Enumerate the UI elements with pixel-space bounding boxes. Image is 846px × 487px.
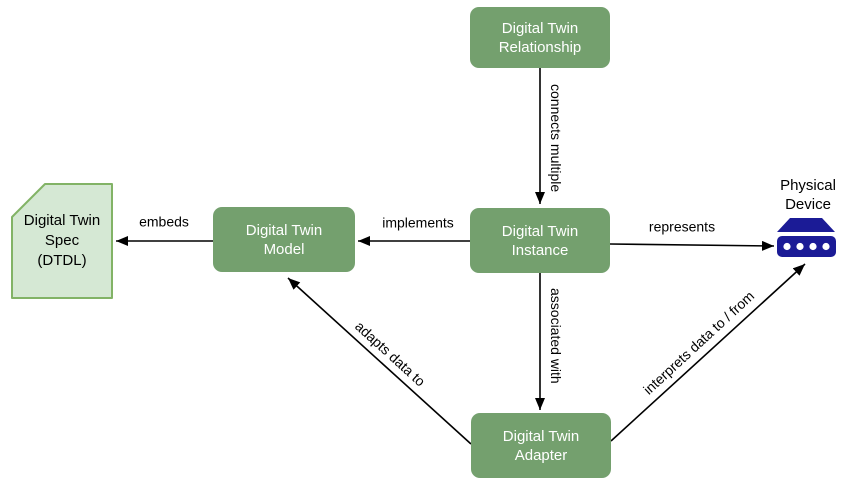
node-digital-twin-spec: Digital Twin Spec (DTDL) bbox=[11, 183, 113, 299]
device-label-line: Physical bbox=[780, 177, 836, 194]
document-shape-icon bbox=[11, 183, 113, 299]
spec-label: Digital Twin Spec (DTDL) bbox=[11, 183, 113, 299]
edge-label-embeds: embeds bbox=[139, 213, 189, 230]
node-digital-twin-model: Digital Twin Model bbox=[213, 207, 355, 272]
edge-label-connects-multiple: connects multiple bbox=[548, 84, 564, 193]
physical-device-icon bbox=[777, 218, 836, 257]
node-label-line: Digital Twin bbox=[501, 222, 579, 240]
edge-label-represents: represents bbox=[648, 218, 716, 235]
node-label-line: Digital Twin bbox=[502, 427, 580, 445]
node-digital-twin-adapter: Digital Twin Adapter bbox=[471, 413, 611, 478]
edge-adapter-to-model bbox=[287, 277, 472, 445]
node-label-line: Model bbox=[263, 240, 305, 258]
node-digital-twin-relationship: Digital Twin Relationship bbox=[470, 7, 610, 68]
physical-device-label: Physical Device bbox=[768, 176, 846, 214]
device-label-line: Device bbox=[785, 196, 831, 213]
node-label-line: Adapter bbox=[514, 446, 568, 464]
spec-label-line: (DTDL) bbox=[37, 252, 87, 269]
node-label-line: Digital Twin bbox=[501, 19, 579, 37]
edge-label-implements: implements bbox=[382, 214, 454, 231]
node-label-line: Digital Twin bbox=[245, 221, 323, 239]
node-digital-twin-instance: Digital Twin Instance bbox=[470, 208, 610, 273]
edge-label-associated-with: associated with bbox=[548, 288, 564, 384]
node-label-line: Relationship bbox=[498, 38, 582, 56]
spec-label-line: Spec bbox=[44, 232, 80, 249]
edge-instance-to-device bbox=[609, 240, 775, 251]
spec-label-line: Digital Twin bbox=[23, 212, 101, 229]
edge-adapter-to-device bbox=[610, 263, 806, 442]
node-label-line: Instance bbox=[511, 241, 569, 259]
